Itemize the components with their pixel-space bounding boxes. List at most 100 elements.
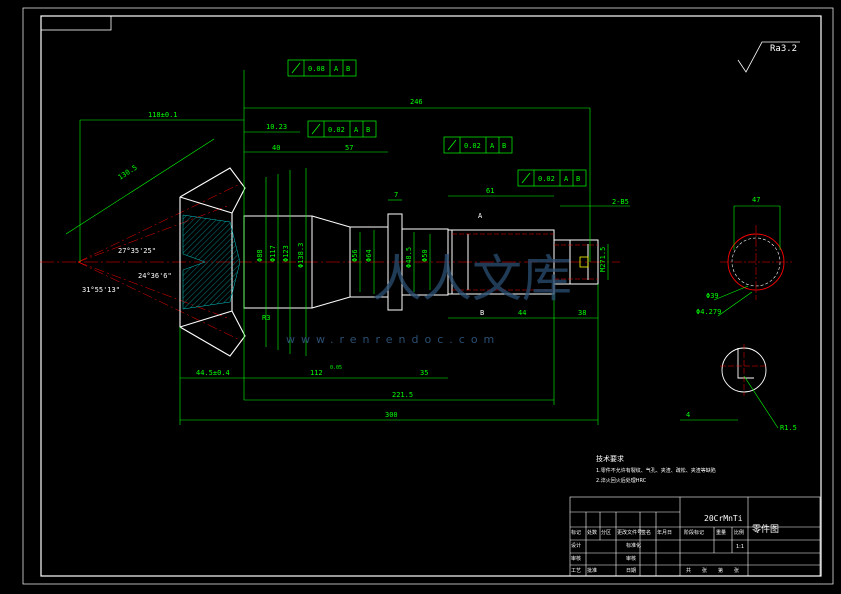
tech-requirement-1: 1.零件不允许有裂纹、气孔、夹渣、疏松、夹渣等缺陷 [596, 467, 716, 474]
gear-section-hatch [182, 214, 241, 310]
runout-icon [447, 139, 457, 151]
dim-dia-5: Φ56 [351, 249, 359, 262]
dimension-lines [65, 70, 630, 425]
tolerance-frame-2: 0.02 A B [307, 120, 377, 138]
svg-text:更改文件号: 更改文件号 [617, 529, 642, 536]
title-part-name: 零件图 [752, 523, 779, 535]
svg-text:A: A [564, 175, 569, 183]
thread-lines [452, 233, 598, 291]
tolerance-frame-1: 0.08 A B [287, 59, 357, 77]
svg-text:0.08: 0.08 [308, 65, 325, 73]
dim-dia-4: Φ138.3 [297, 243, 305, 268]
keyway-slot [579, 256, 589, 268]
keyway-detail-view: 4 R1.5 [680, 344, 797, 432]
dim-38: 38 [578, 309, 586, 317]
runout-icon [291, 62, 301, 74]
outer-border [22, 7, 834, 585]
dim-thread: M271.5 [599, 247, 607, 272]
dim-44: 44 [518, 309, 526, 317]
spline-section-view: 47 Φ39 Φ4.279 [696, 196, 792, 317]
svg-text:0.02: 0.02 [538, 175, 555, 183]
svg-text:4: 4 [686, 411, 690, 419]
dim-overall-246: 246 [410, 98, 423, 106]
svg-text:设计: 设计 [571, 542, 581, 549]
dim-221-5: 221.5 [392, 391, 413, 399]
svg-text:第: 第 [718, 567, 723, 574]
dim-112-tolerance: 0.05 [330, 365, 342, 371]
watermark: 人人文库 www.renrendoc.com [286, 250, 572, 346]
runout-icon [311, 123, 321, 135]
dim-angle-2: 24°36'6" [138, 272, 172, 280]
dim-chamfer: 2-B5 [612, 198, 629, 206]
dim-dia-3: Φ123 [282, 245, 290, 262]
svg-text:A: A [354, 126, 359, 134]
svg-text:标准化: 标准化 [626, 542, 641, 549]
svg-text:B: B [346, 65, 350, 73]
svg-text:B: B [502, 142, 506, 150]
svg-text:年月日: 年月日 [657, 529, 672, 536]
dim-35: 35 [420, 369, 428, 377]
bevel-gear-head [179, 167, 246, 357]
dim-dia-2: Φ117 [269, 245, 277, 262]
cone-construction-lines [77, 182, 243, 342]
svg-text:重量: 重量 [716, 529, 726, 536]
dim-7: 7 [394, 191, 398, 199]
roughness-check-icon [737, 41, 800, 73]
runout-icon [521, 172, 531, 184]
svg-text:审核: 审核 [626, 555, 636, 562]
svg-text:R1.5: R1.5 [780, 424, 797, 432]
dim-dia-8: Φ50 [421, 249, 429, 262]
dim-57: 57 [345, 144, 353, 152]
svg-text:阶段标记: 阶段标记 [684, 529, 704, 536]
roughness-symbol: Ra3.2 [737, 41, 800, 73]
tolerance-frame-3: 0.02 A B [443, 136, 513, 154]
svg-text:批准: 批准 [587, 567, 597, 574]
title-block [569, 496, 821, 577]
dim-angle-1: 27°35'25" [118, 247, 156, 255]
tolerance-frame-4: 0.02 A B [517, 169, 587, 187]
svg-text:签名: 签名 [641, 529, 651, 536]
svg-text:张: 张 [702, 567, 707, 574]
dim-40: 40 [272, 144, 280, 152]
svg-text:审核: 审核 [571, 555, 581, 562]
dim-cone-length: 118±0.1 [148, 111, 178, 119]
dim-dia-1: Φ88 [256, 249, 264, 262]
svg-text:0.02: 0.02 [328, 126, 345, 134]
svg-text:日期: 日期 [626, 568, 636, 574]
svg-text:比例: 比例 [734, 529, 744, 536]
tech-requirements-title: 技术要求 [596, 454, 624, 463]
inner-border [40, 15, 822, 577]
dim-overall-300: 300 [385, 411, 398, 419]
svg-text:Φ4.279: Φ4.279 [696, 308, 721, 316]
svg-text:A: A [334, 65, 339, 73]
svg-text:47: 47 [752, 196, 760, 204]
dim-10-23: 10.23 [266, 123, 287, 131]
svg-text:工艺: 工艺 [571, 568, 581, 574]
dim-61: 61 [486, 187, 494, 195]
corner-code-box [40, 15, 112, 31]
datum-label-a: A [478, 212, 483, 220]
roughness-label: Ra3.2 [770, 44, 797, 54]
dim-dia-6: Φ64 [365, 249, 373, 262]
svg-text:B: B [366, 126, 370, 134]
dim-112: 112 [310, 369, 323, 377]
svg-text:1:1: 1:1 [736, 544, 744, 550]
svg-text:共: 共 [686, 567, 691, 574]
watermark-logo: 人人文库 [372, 250, 572, 308]
svg-text:标记: 标记 [571, 529, 581, 536]
svg-text:分区: 分区 [601, 529, 611, 536]
tech-requirement-2: 2.淬火回火后处理HRC [596, 477, 647, 484]
title-material: 20CrMnTi [704, 514, 743, 523]
svg-text:处数: 处数 [587, 529, 597, 536]
dim-44-5: 44.5±0.4 [196, 369, 230, 377]
svg-text:0.02: 0.02 [464, 142, 481, 150]
dim-radius-r3: R3 [262, 314, 270, 322]
svg-text:张: 张 [734, 567, 739, 574]
svg-text:A: A [490, 142, 495, 150]
svg-text:B: B [576, 175, 580, 183]
watermark-url: www.renrendoc.com [286, 333, 500, 346]
dim-angle-3: 31°55'13" [82, 286, 120, 294]
dim-dia-7: Φ48.5 [405, 247, 413, 268]
